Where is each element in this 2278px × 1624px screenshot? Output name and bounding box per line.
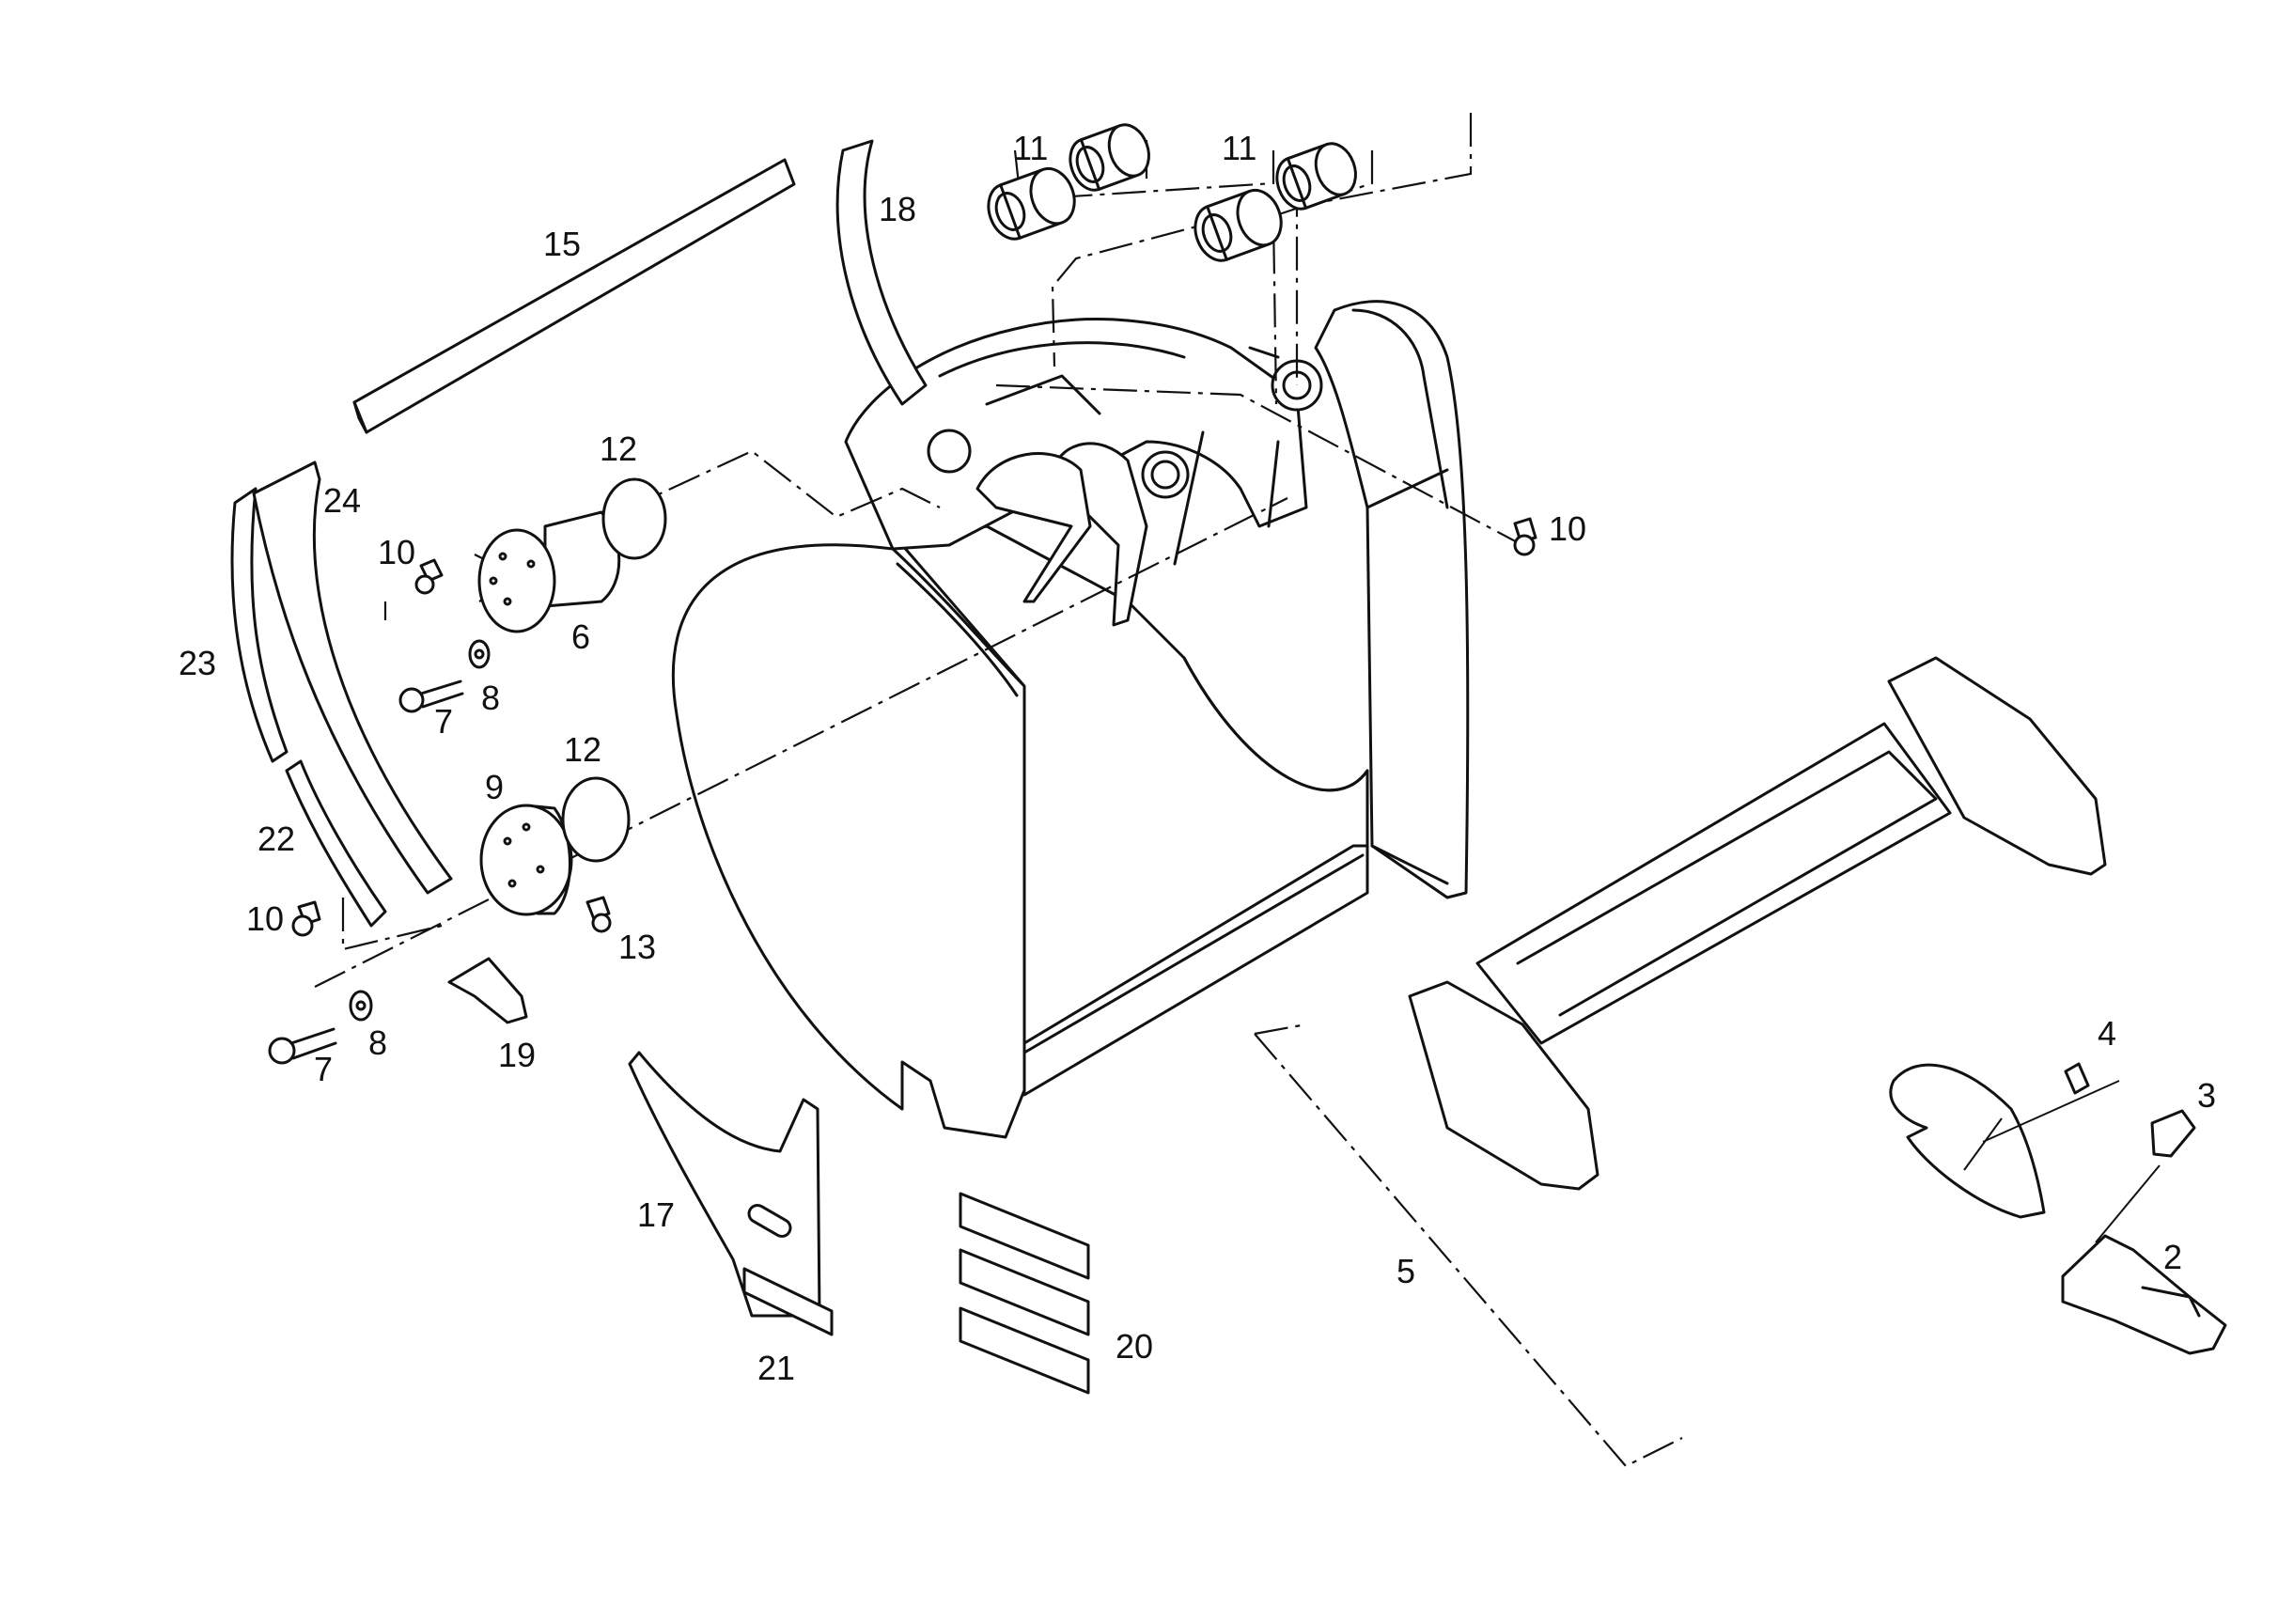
callout-label: 3: [2197, 1076, 2216, 1115]
callout-label: 10: [378, 533, 415, 571]
part-10-grease-nipples: [291, 517, 1537, 937]
part-2-adapter: [2061, 1164, 2227, 1355]
callout-label: 8: [368, 1023, 387, 1062]
callout-labels: 2 3 4 5 6 7 7 8 8 9 10 10 10 11 11 12 12…: [179, 129, 2216, 1387]
part-15-wear-strip: [352, 158, 796, 434]
callout-label: 15: [543, 225, 581, 263]
callout-label: 10: [1549, 509, 1586, 548]
callout-label: 5: [1396, 1252, 1415, 1290]
callout-label: 18: [879, 190, 916, 228]
part-24-side-plate: [252, 461, 453, 895]
callout-label: 11: [1013, 129, 1048, 167]
part-21-pad: [742, 1267, 834, 1336]
callout-label: 8: [481, 679, 500, 717]
part-7-bolts: [268, 679, 464, 1065]
part-17-side-cutter: [628, 1051, 821, 1318]
bucket-body: [671, 300, 1470, 1139]
callout-label: 9: [485, 768, 504, 806]
part-4-tooth: [1889, 1063, 2120, 1219]
part-13-plug: [585, 896, 612, 933]
part-3-retainer: [2150, 1109, 2196, 1158]
part-11-bushings: [987, 123, 1357, 262]
part-9-end-cap: [479, 804, 573, 916]
callout-label: 23: [179, 644, 216, 682]
callout-label: 7: [434, 702, 453, 741]
callout-label: 12: [600, 429, 637, 468]
callout-label: 21: [757, 1349, 795, 1387]
part-8-washers: [349, 639, 491, 1022]
callout-label: 13: [618, 928, 656, 966]
part-18-side-strip: [835, 139, 928, 406]
callout-label: 7: [314, 1050, 333, 1088]
callout-label: 20: [1116, 1327, 1153, 1366]
part-5-cutting-edge: [1254, 656, 2107, 1468]
callout-label: 17: [637, 1195, 675, 1234]
callout-label: 22: [257, 820, 295, 858]
callout-label: 2: [2163, 1238, 2182, 1276]
part-22-side-plate: [285, 759, 387, 928]
callout-label: 10: [246, 899, 284, 938]
part-12-o-rings: [561, 477, 667, 863]
callout-label: 19: [498, 1036, 536, 1074]
part-20-wear-pads: [959, 1192, 1090, 1395]
callout-label: 24: [323, 481, 361, 520]
part-19-strip: [447, 957, 528, 1024]
callout-label: 4: [2098, 1014, 2116, 1053]
part-6-pin-boss: [477, 510, 621, 633]
part-23-side-plate: [230, 487, 289, 763]
callout-label: 6: [571, 617, 590, 656]
callout-label: 11: [1222, 129, 1256, 167]
callout-label: 12: [564, 730, 601, 769]
part-4-pin: [2064, 1062, 2090, 1095]
